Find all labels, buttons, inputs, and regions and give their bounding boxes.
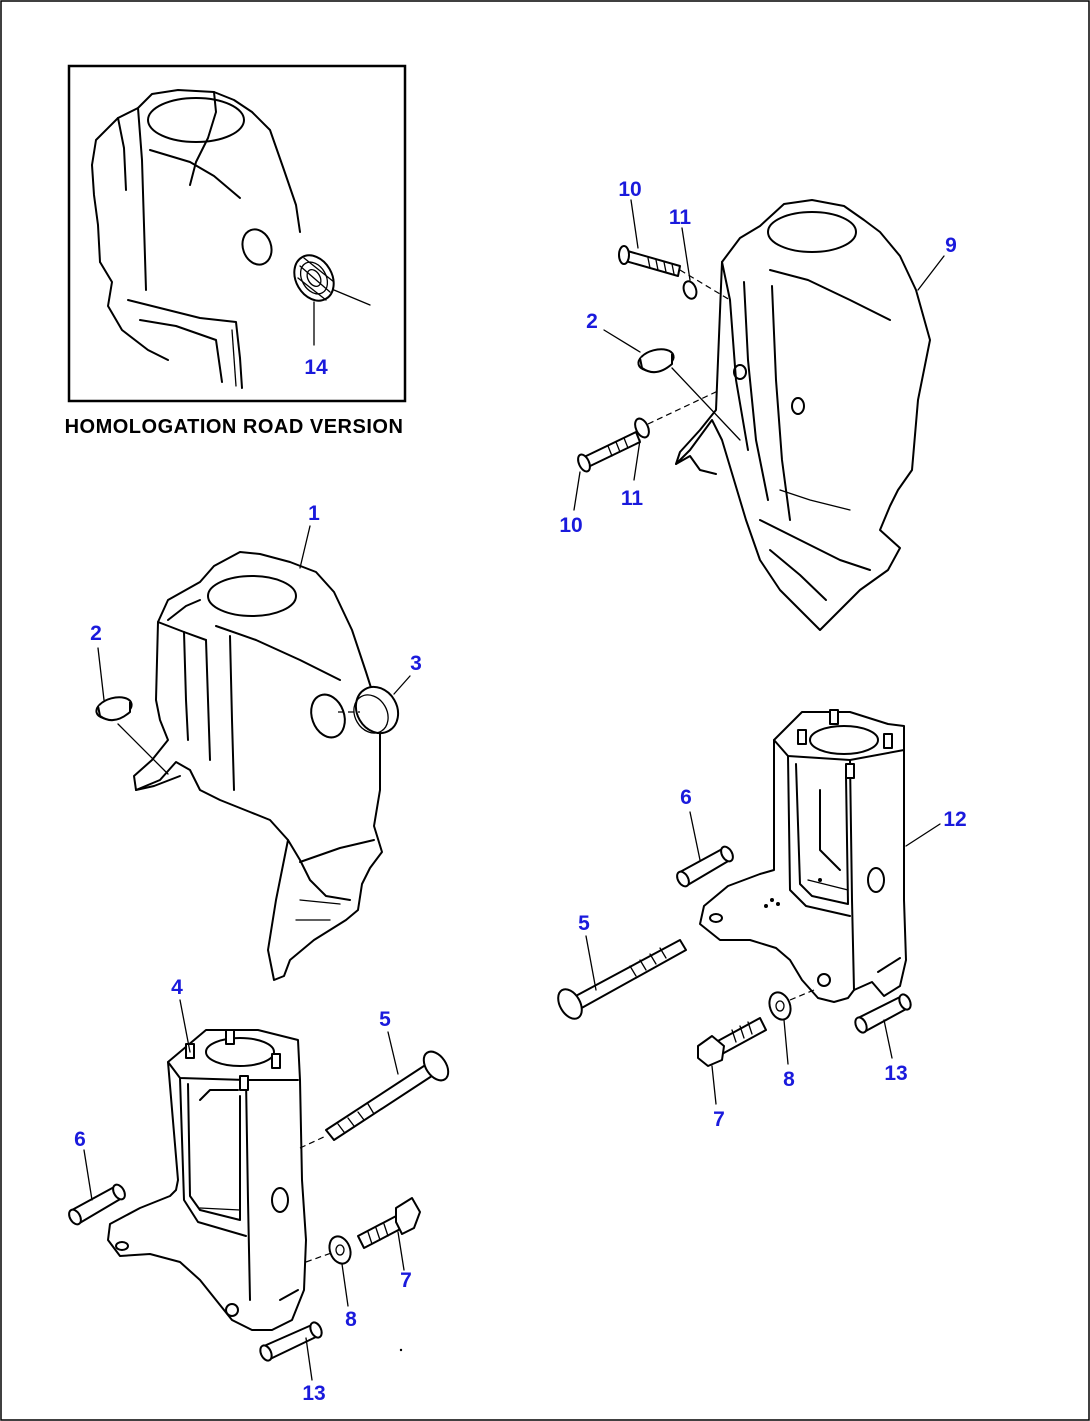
leader-line [305, 1251, 335, 1263]
callout-7-right: 7 [713, 1108, 725, 1131]
callout-3: 3 [410, 652, 422, 675]
bolt-5-left [325, 1050, 450, 1141]
callout-8-right: 8 [783, 1068, 795, 1091]
callout-10-top: 10 [618, 178, 641, 201]
cover-1-assembly [133, 551, 383, 981]
cap-2-left [95, 696, 133, 722]
washer-8-right [768, 991, 792, 1021]
callout-14: 14 [304, 356, 328, 379]
cap-2-right [637, 348, 675, 374]
pin-13-left [259, 1321, 323, 1362]
callout-7-left: 7 [400, 1269, 412, 1292]
callout-11-bottom: 11 [621, 487, 644, 510]
bolt-10-top [618, 245, 681, 277]
pin-6-right [676, 845, 734, 888]
callout-2-right: 2 [586, 310, 598, 333]
bolt-5-right [557, 939, 687, 1020]
bracket-4-assembly [107, 1029, 307, 1331]
inset-gear-part [293, 254, 335, 302]
leader-line [117, 723, 169, 775]
callout-10-bottom: 10 [559, 514, 582, 537]
bracket-12-assembly [699, 709, 907, 1003]
callout-5-left: 5 [379, 1008, 391, 1031]
stray-dot [399, 1348, 403, 1352]
bolt-7-right [697, 1017, 767, 1067]
callout-4: 4 [171, 976, 183, 999]
pin-13-right [854, 993, 912, 1034]
callout-1: 1 [308, 502, 320, 525]
callout-5-right: 5 [578, 912, 590, 935]
callout-13-left: 13 [302, 1382, 325, 1405]
callout-8-left: 8 [345, 1308, 357, 1331]
washer-11-top [682, 280, 698, 300]
washer-11-bottom [634, 417, 650, 439]
bolt-10-bottom [577, 431, 641, 473]
callout-13-right: 13 [884, 1062, 907, 1085]
leader-line [299, 1135, 327, 1149]
leader-line [671, 367, 741, 441]
callout-12: 12 [943, 808, 966, 831]
inset-cover-drawing [91, 89, 371, 389]
inset-frame [67, 64, 407, 403]
inset-caption: HOMOLOGATION ROAD VERSION [65, 416, 404, 438]
leader-line [647, 389, 721, 425]
callout-11-top: 11 [669, 206, 692, 229]
pin-6-left [68, 1183, 126, 1226]
cap-3 [353, 685, 400, 735]
callout-6-left: 6 [74, 1128, 86, 1151]
callout-9: 9 [945, 234, 957, 257]
bolt-7-left [357, 1197, 421, 1249]
homologation-inset: 14 [67, 64, 407, 403]
cover-9-assembly [675, 199, 931, 631]
callout-6-right: 6 [680, 786, 692, 809]
callout-2-left: 2 [90, 622, 102, 645]
leader-line [789, 989, 815, 1001]
washer-8-left [328, 1235, 352, 1265]
